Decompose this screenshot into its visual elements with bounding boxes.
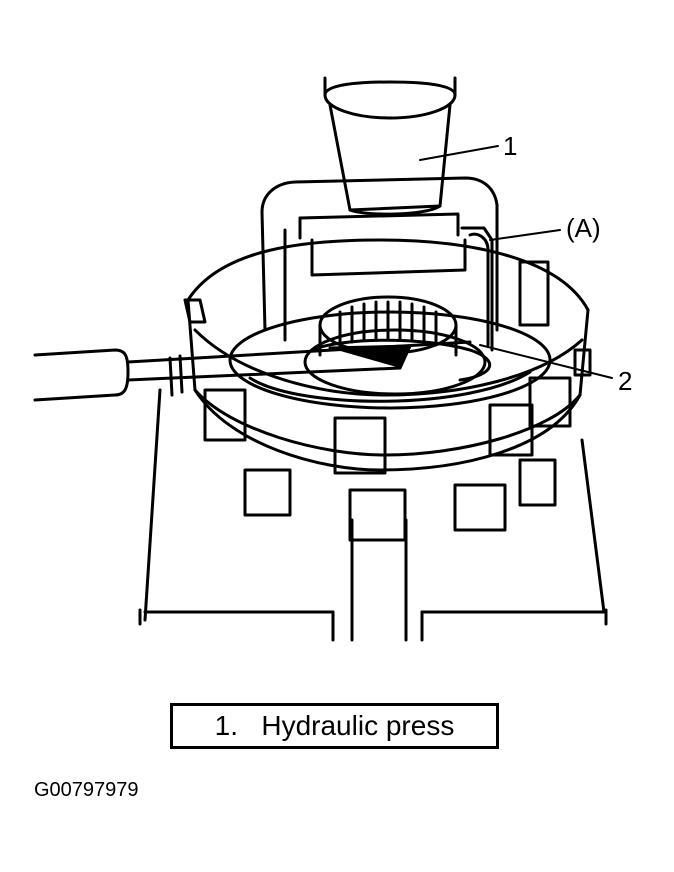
legend-box: 1. Hydraulic press bbox=[170, 703, 499, 749]
leader-lines bbox=[419, 145, 613, 379]
press-base bbox=[138, 388, 608, 642]
press-assembly-illustration bbox=[33, 76, 613, 642]
legend-text: 1. Hydraulic press bbox=[214, 710, 455, 741]
figure-id: G00797979 bbox=[34, 779, 139, 801]
callout-1-label: 1 bbox=[503, 131, 518, 161]
hydraulic-press-ram bbox=[323, 76, 457, 216]
snap-ring bbox=[310, 338, 492, 382]
special-tool-a bbox=[260, 176, 499, 352]
callout-2-label: 2 bbox=[618, 366, 633, 396]
clutch-drum bbox=[183, 238, 592, 542]
screwdriver bbox=[33, 340, 472, 402]
spring-retainer bbox=[228, 310, 552, 410]
callout-a-label: (A) bbox=[566, 213, 601, 243]
